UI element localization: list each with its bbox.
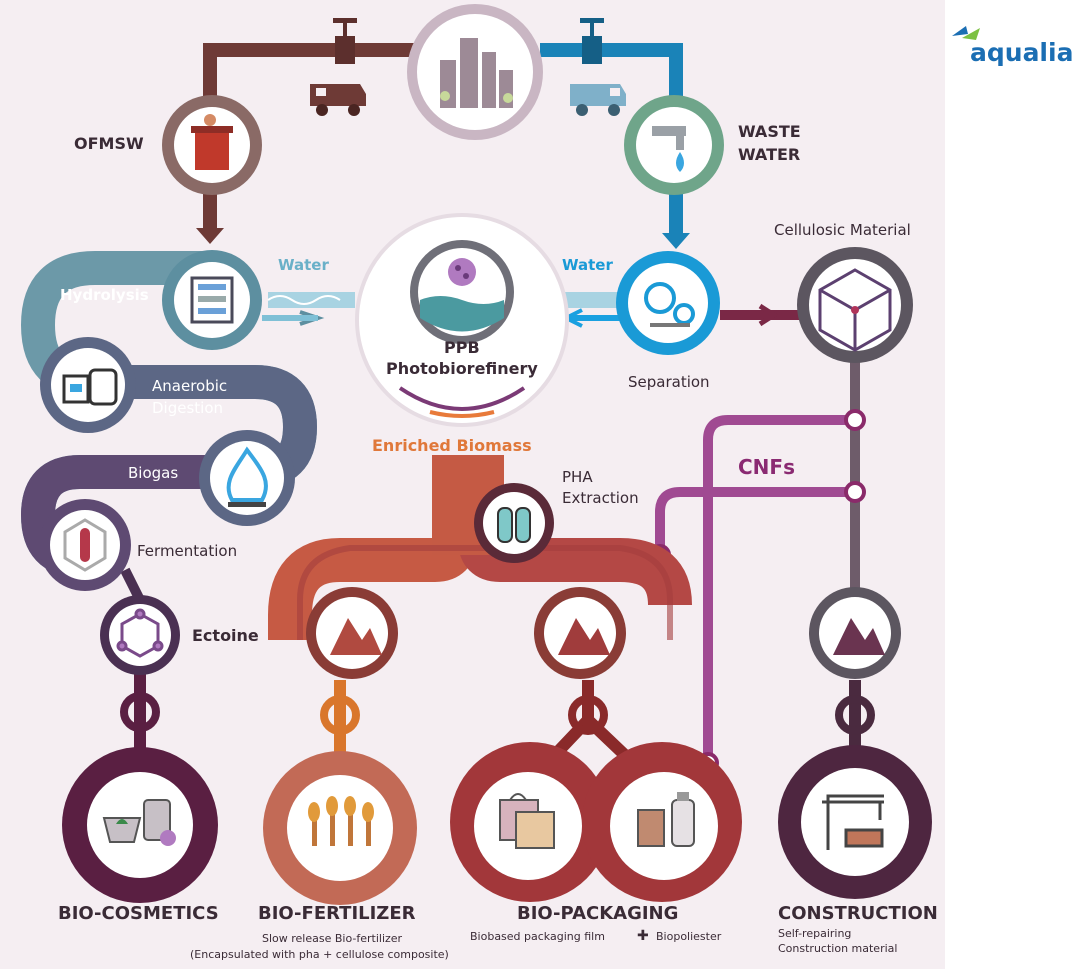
city-node xyxy=(407,4,543,140)
biogas-node xyxy=(199,430,295,526)
cnf-line-inner xyxy=(655,487,855,555)
separation-node xyxy=(616,251,720,355)
waste-water-label-line2: WATER xyxy=(738,145,801,164)
cellulose-node xyxy=(797,247,913,363)
truck-icon xyxy=(310,84,366,116)
waste-bin-icon xyxy=(191,114,233,170)
ppb-node xyxy=(355,213,569,427)
fertilizer-product-node xyxy=(263,751,417,905)
cellulosic-label: Cellulosic Material xyxy=(774,221,911,239)
construction-product-node xyxy=(778,745,932,899)
digestion-node xyxy=(40,337,136,433)
ectoine-node xyxy=(100,595,180,675)
flame-icon xyxy=(226,446,268,502)
fertilizer-mountain-node xyxy=(306,587,398,679)
mountain-icon xyxy=(330,618,382,655)
ofmsw-node xyxy=(162,95,262,195)
hydrolysis-node xyxy=(162,250,262,350)
molecule-icon xyxy=(116,608,164,658)
hydrolysis-label: Hydrolysis xyxy=(60,286,149,304)
mountain-icon xyxy=(833,618,885,655)
crane-icon xyxy=(822,794,884,850)
construction-subtitle-1: Self-repairing xyxy=(778,927,852,940)
bioreactor-icon xyxy=(63,518,107,572)
chevron-right-icon xyxy=(758,303,779,327)
fertilizer-title: BIO-FERTILIZER xyxy=(258,903,416,924)
cosmetics-product-node xyxy=(62,747,218,903)
construction-subtitle-2: Construction material xyxy=(778,942,898,955)
cosmetics-icon xyxy=(102,799,176,846)
packaging-product-node xyxy=(450,742,742,902)
ectoine-label: Ectoine xyxy=(192,626,259,645)
faucet-icon xyxy=(652,126,686,172)
brand-name: aqualia xyxy=(970,38,1074,67)
packaging-title: BIO-PACKAGING xyxy=(517,903,679,924)
gas-cylinder-icon xyxy=(497,507,531,543)
pha-label-line1: PHA xyxy=(562,468,593,486)
arrow-down-icon xyxy=(196,228,224,244)
photobiorefinery-label: Photobiorefinery xyxy=(386,359,538,378)
separation-label: Separation xyxy=(628,373,710,391)
valve-icon xyxy=(580,18,604,64)
junction-node xyxy=(844,409,866,431)
ofmsw-label: OFMSW xyxy=(74,134,144,153)
biogas-label: Biogas xyxy=(128,464,179,482)
anaerobic-label-line1: Anaerobic xyxy=(152,377,228,395)
water-label-left: Water xyxy=(278,256,329,274)
plus-icon: ✚ xyxy=(637,928,649,944)
city-icon xyxy=(440,38,513,108)
cosmetics-title: BIO-COSMETICS xyxy=(58,903,219,924)
bag-icon xyxy=(499,793,555,849)
aqualia-logo-mark xyxy=(952,26,980,40)
pipe-ring xyxy=(120,692,160,732)
pha-label-line2: Extraction xyxy=(562,489,639,507)
gears-icon xyxy=(644,282,695,327)
digester-icon xyxy=(62,368,118,406)
aqualia-logo xyxy=(948,24,1068,74)
waste-water-label-line1: WASTE xyxy=(738,122,801,141)
cnfs-label: CNFs xyxy=(738,455,795,479)
water-label-right: Water xyxy=(562,256,613,274)
enriched-biomass-label: Enriched Biomass xyxy=(372,436,532,455)
mountain-icon xyxy=(558,618,610,655)
fermentation-node xyxy=(39,499,131,591)
pipe-ring xyxy=(320,695,360,735)
fermentation-label: Fermentation xyxy=(137,542,238,560)
hydrolysis-icon xyxy=(190,276,234,324)
bottle-icon xyxy=(637,792,695,847)
fertilizer-subtitle-2: (Encapsulated with pha + cellulose compo… xyxy=(190,948,449,961)
ppb-label: PPB xyxy=(444,338,480,357)
packaging-subtitle-1: Biobased packaging film xyxy=(470,930,605,943)
junction-node xyxy=(844,481,866,503)
arrow-down-icon xyxy=(662,233,690,249)
fertilizer-subtitle-1: Slow release Bio-fertilizer xyxy=(262,932,403,945)
construction-title: CONSTRUCTION xyxy=(778,903,938,924)
wave-left xyxy=(267,295,341,305)
valve-icon xyxy=(333,18,357,64)
pipe-ring xyxy=(835,695,875,735)
construction-mountain-node xyxy=(809,587,901,679)
cnf-line-outer xyxy=(703,415,855,765)
pha-node xyxy=(474,483,554,563)
cube-icon xyxy=(818,268,892,352)
pipe-ring xyxy=(568,695,608,735)
packaging-mountain-node xyxy=(534,587,626,679)
truck-icon xyxy=(570,84,626,116)
wastewater-node xyxy=(624,95,724,195)
wheat-icon xyxy=(308,796,374,846)
anaerobic-label-line2: Digestion xyxy=(152,399,224,417)
microalgae-icon xyxy=(410,240,514,344)
packaging-subtitle-2: Biopoliester xyxy=(656,930,722,943)
